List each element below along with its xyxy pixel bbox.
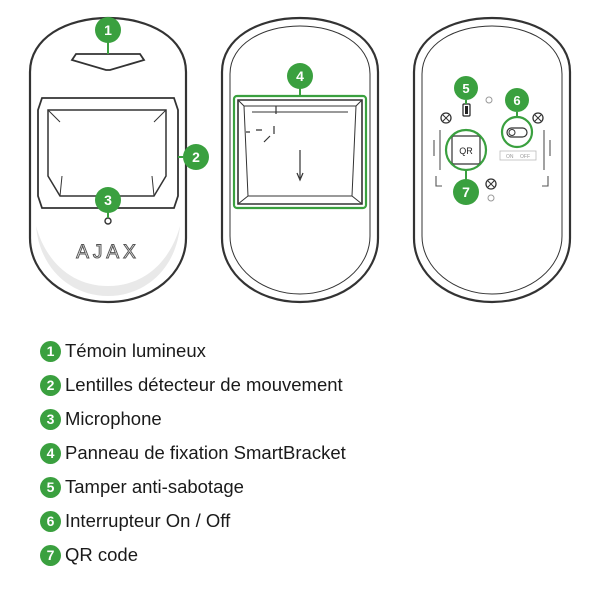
bracket-arrow-head	[296, 172, 304, 182]
legend-number-badge: 7	[40, 544, 61, 566]
alignment-hole-bottom	[487, 194, 495, 202]
callout-1-badge: 1	[95, 17, 121, 43]
back-view-bracket: 4	[220, 16, 380, 304]
rear-body-inner-outline	[421, 25, 563, 295]
legend-number-badge: 2	[40, 374, 61, 396]
mount-clip-left	[433, 130, 442, 187]
led-indicator	[70, 53, 146, 71]
legend-label: Tamper anti-sabotage	[65, 476, 244, 497]
screw-top-left	[440, 112, 452, 124]
front-view: AJAX 1 2 3	[28, 16, 209, 304]
smartbracket-inner	[237, 99, 363, 205]
svg-text:7: 7	[462, 184, 470, 200]
legend-item-switch: 6 Interrupteur On / Off	[40, 504, 580, 538]
lens-facet-lines	[47, 109, 167, 197]
smartbracket-marks	[246, 106, 277, 143]
svg-text:5: 5	[462, 81, 469, 96]
qr-code-text: QR	[459, 146, 473, 156]
legend-item-tamper: 5 Tamper anti-sabotage	[40, 470, 580, 504]
switch-label-off: OFF	[520, 154, 530, 160]
microphone-hole	[104, 217, 112, 225]
front-body-shading	[36, 226, 180, 296]
switch-label-on: ON	[506, 154, 514, 160]
callout-legend: 1 Témoin lumineux 2 Lentilles détecteur …	[40, 334, 580, 572]
callout-2-badge: 2	[183, 144, 209, 170]
callout-3-badge: 3	[95, 187, 121, 213]
legend-number-badge: 1	[40, 340, 61, 362]
motion-lens-inner	[47, 109, 167, 197]
callout-4-badge: 4	[287, 63, 313, 89]
legend-item-qr: 7 QR code	[40, 538, 580, 572]
detector-illustration: AJAX 1 2 3 4	[28, 16, 572, 304]
legend-number-badge: 4	[40, 442, 61, 464]
screw-top-right	[532, 112, 544, 124]
rear-body-outline	[412, 16, 572, 304]
legend-item-microphone: 3 Microphone	[40, 402, 580, 436]
back-body-inner-outline	[229, 25, 371, 295]
legend-label: QR code	[65, 544, 139, 565]
legend-label: Microphone	[65, 408, 162, 429]
legend-item-lens: 2 Lentilles détecteur de mouvement	[40, 368, 580, 402]
legend-label: Témoin lumineux	[65, 340, 206, 361]
callout-5-badge: 5	[454, 76, 478, 100]
legend-number-badge: 3	[40, 408, 61, 430]
legend-label: Lentilles détecteur de mouvement	[65, 374, 343, 395]
legend-item-bracket: 4 Panneau de fixation SmartBracket	[40, 436, 580, 470]
svg-text:2: 2	[192, 149, 200, 165]
mount-clip-right	[542, 130, 551, 187]
svg-text:6: 6	[513, 93, 520, 108]
callout-7-badge: 7	[453, 179, 479, 205]
callout-6-badge: 6	[505, 88, 529, 112]
svg-text:1: 1	[104, 22, 112, 38]
legend-label: Interrupteur On / Off	[65, 510, 231, 531]
svg-text:4: 4	[296, 68, 304, 84]
back-view-open: 5 QR 7 ON OFF 6	[412, 16, 572, 304]
brand-logo: AJAX	[76, 242, 140, 263]
legend-number-badge: 5	[40, 476, 61, 498]
svg-text:3: 3	[104, 192, 112, 208]
alignment-hole-top	[485, 96, 493, 104]
legend-item-led: 1 Témoin lumineux	[40, 334, 580, 368]
legend-label: Panneau de fixation SmartBracket	[65, 442, 346, 463]
qr-code-label	[451, 135, 481, 165]
legend-number-badge: 6	[40, 510, 61, 532]
screw-bottom	[485, 178, 497, 190]
